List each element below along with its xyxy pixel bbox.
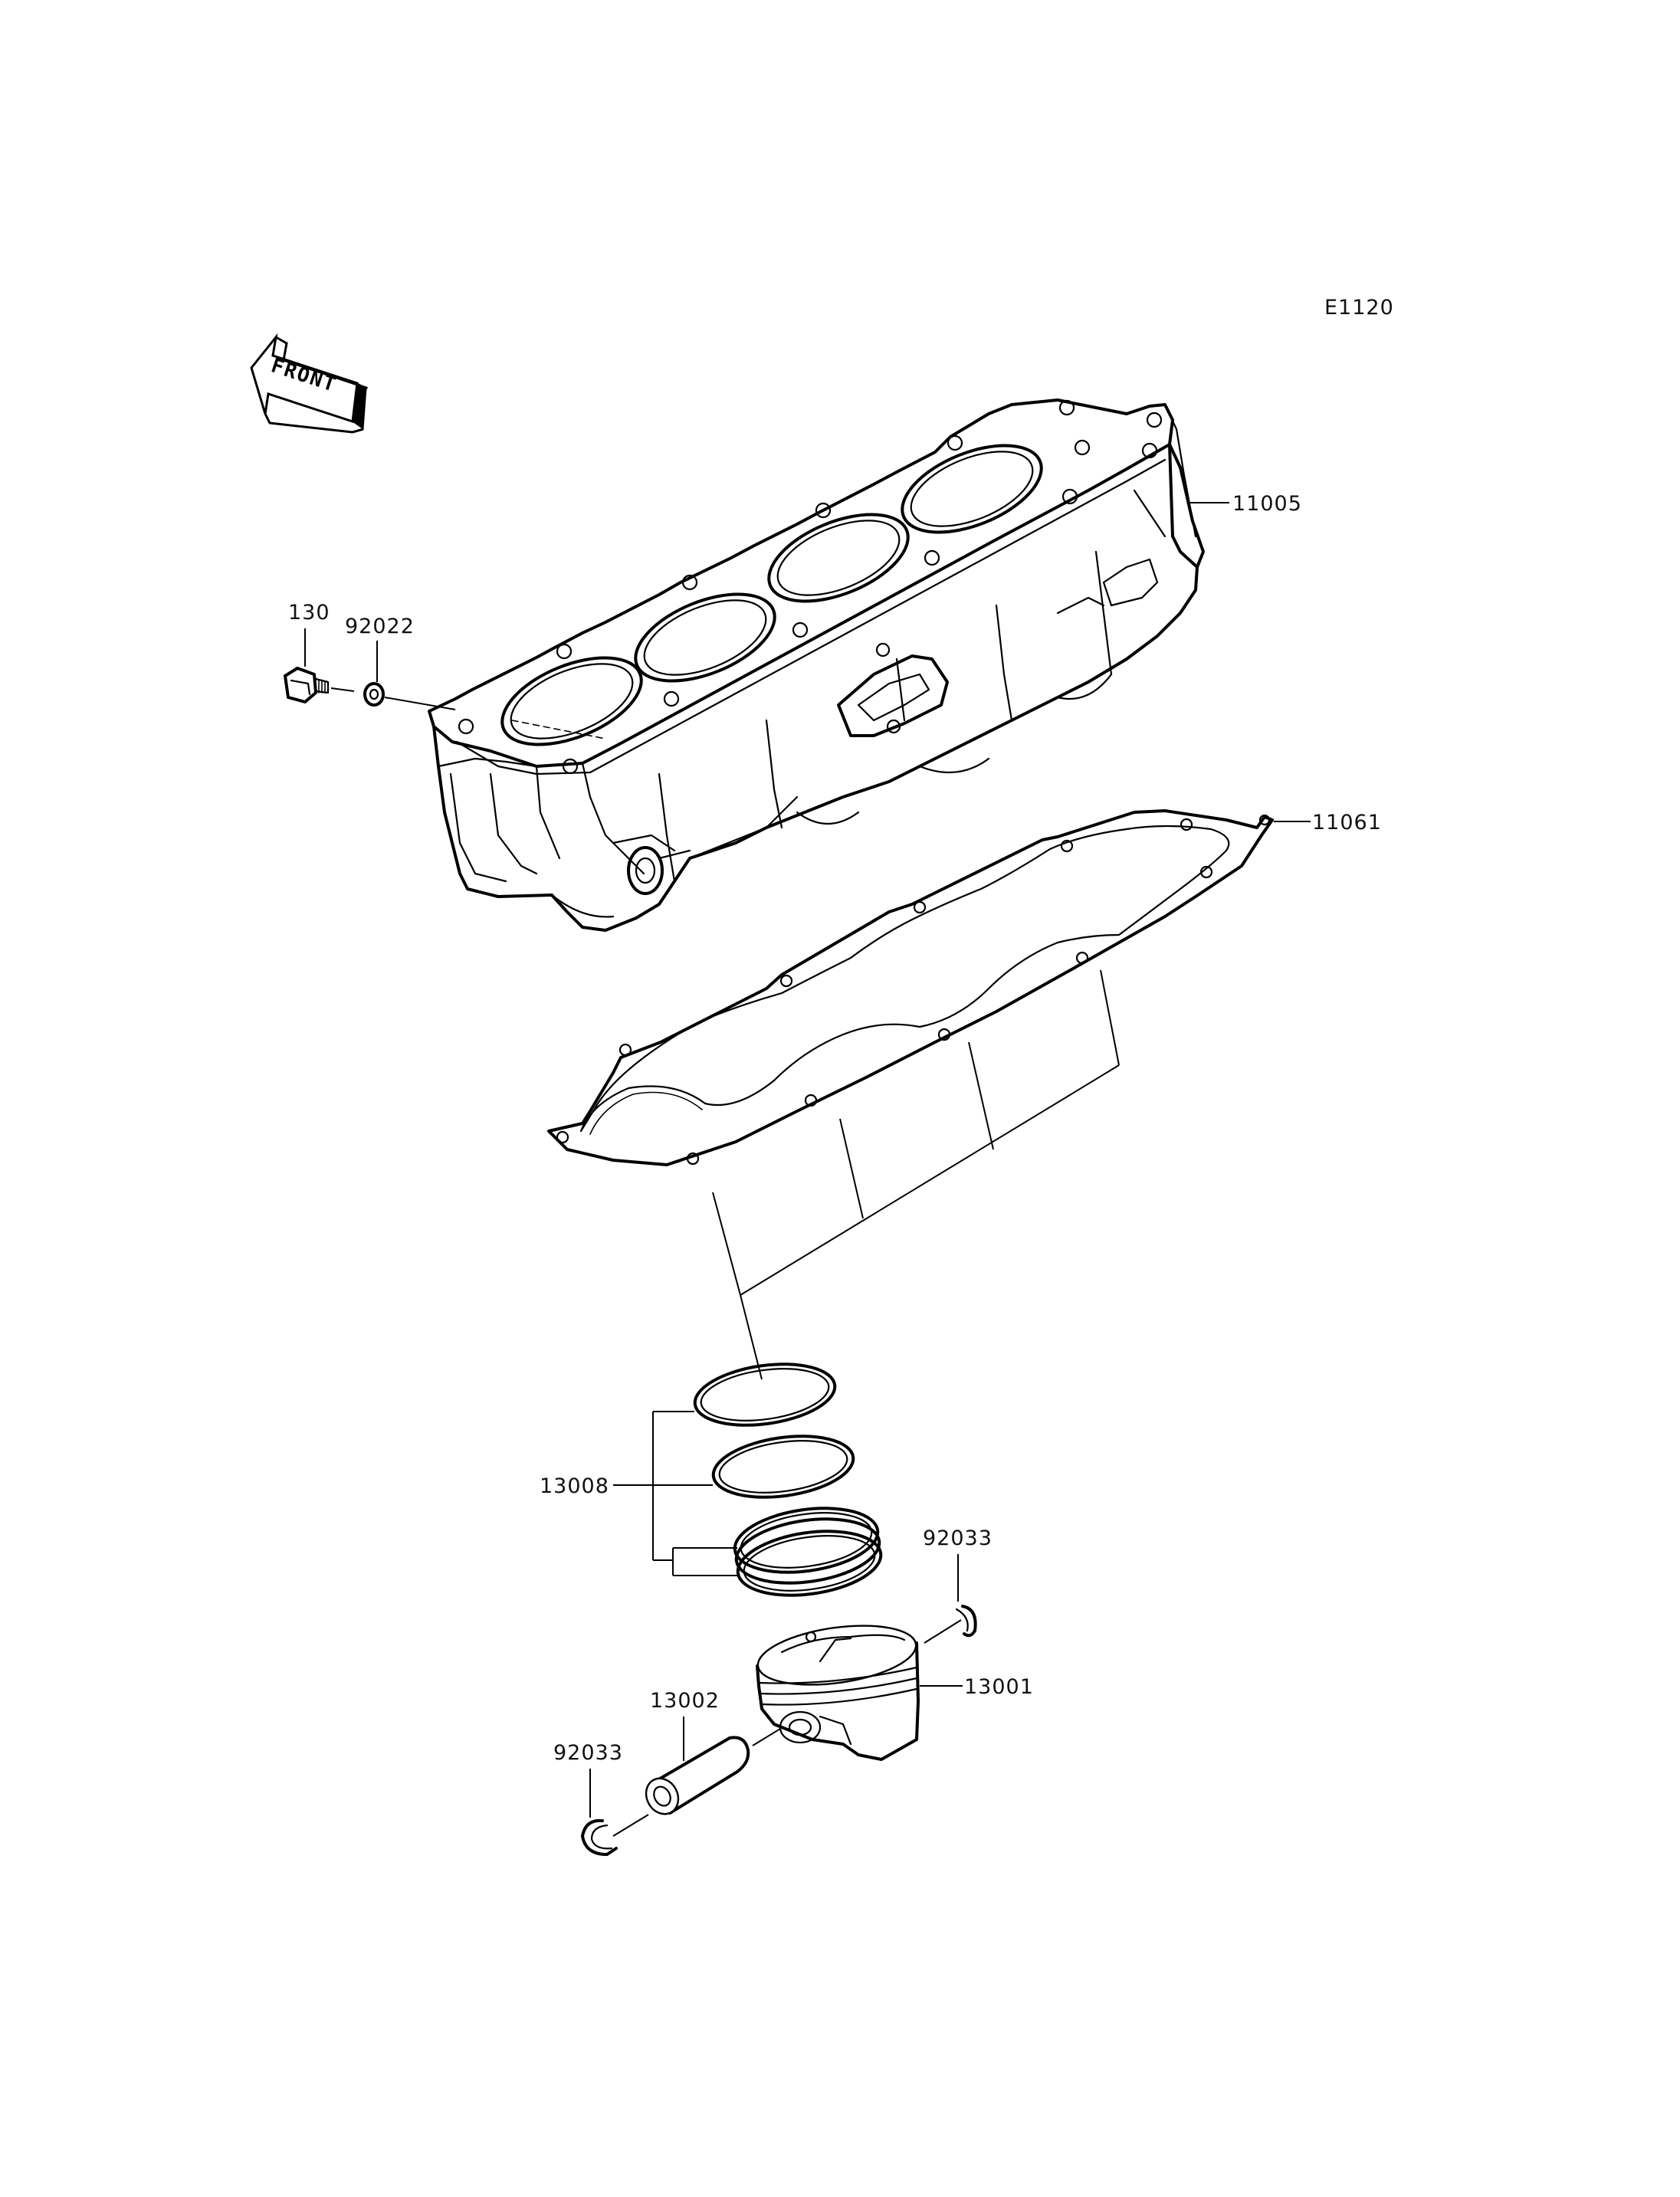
piston-part[interactable] xyxy=(754,1617,920,1761)
ring-bracket xyxy=(613,1411,739,1576)
front-arrow-icon: FRONT xyxy=(250,333,368,434)
part-label-13008[interactable]: 13008 xyxy=(540,1474,609,1498)
part-label-13002[interactable]: 13002 xyxy=(650,1689,720,1713)
part-label-11005[interactable]: 11005 xyxy=(1232,492,1302,516)
cylinder-gasket-part[interactable] xyxy=(547,809,1274,1166)
diagram-code: E1120 xyxy=(1324,296,1394,320)
part-label-13001[interactable]: 13001 xyxy=(964,1675,1034,1699)
assembly-leader-lines xyxy=(712,969,1120,1380)
washer-part[interactable] xyxy=(363,682,385,707)
part-label-92033-right[interactable]: 92033 xyxy=(923,1526,993,1550)
cylinder-block[interactable] xyxy=(428,398,1205,932)
part-label-130[interactable]: 130 xyxy=(288,601,330,625)
piston-ring-set-part[interactable] xyxy=(691,1356,885,1604)
circlip-right-part[interactable] xyxy=(955,1605,977,1638)
bolt-part[interactable] xyxy=(284,667,330,703)
circlip-left-part[interactable] xyxy=(581,1818,618,1856)
part-label-11061[interactable]: 11061 xyxy=(1312,811,1382,835)
part-label-92022[interactable]: 92022 xyxy=(345,615,415,638)
piston-pin-part[interactable] xyxy=(640,1736,750,1819)
part-label-92033-left[interactable]: 92033 xyxy=(553,1741,623,1765)
